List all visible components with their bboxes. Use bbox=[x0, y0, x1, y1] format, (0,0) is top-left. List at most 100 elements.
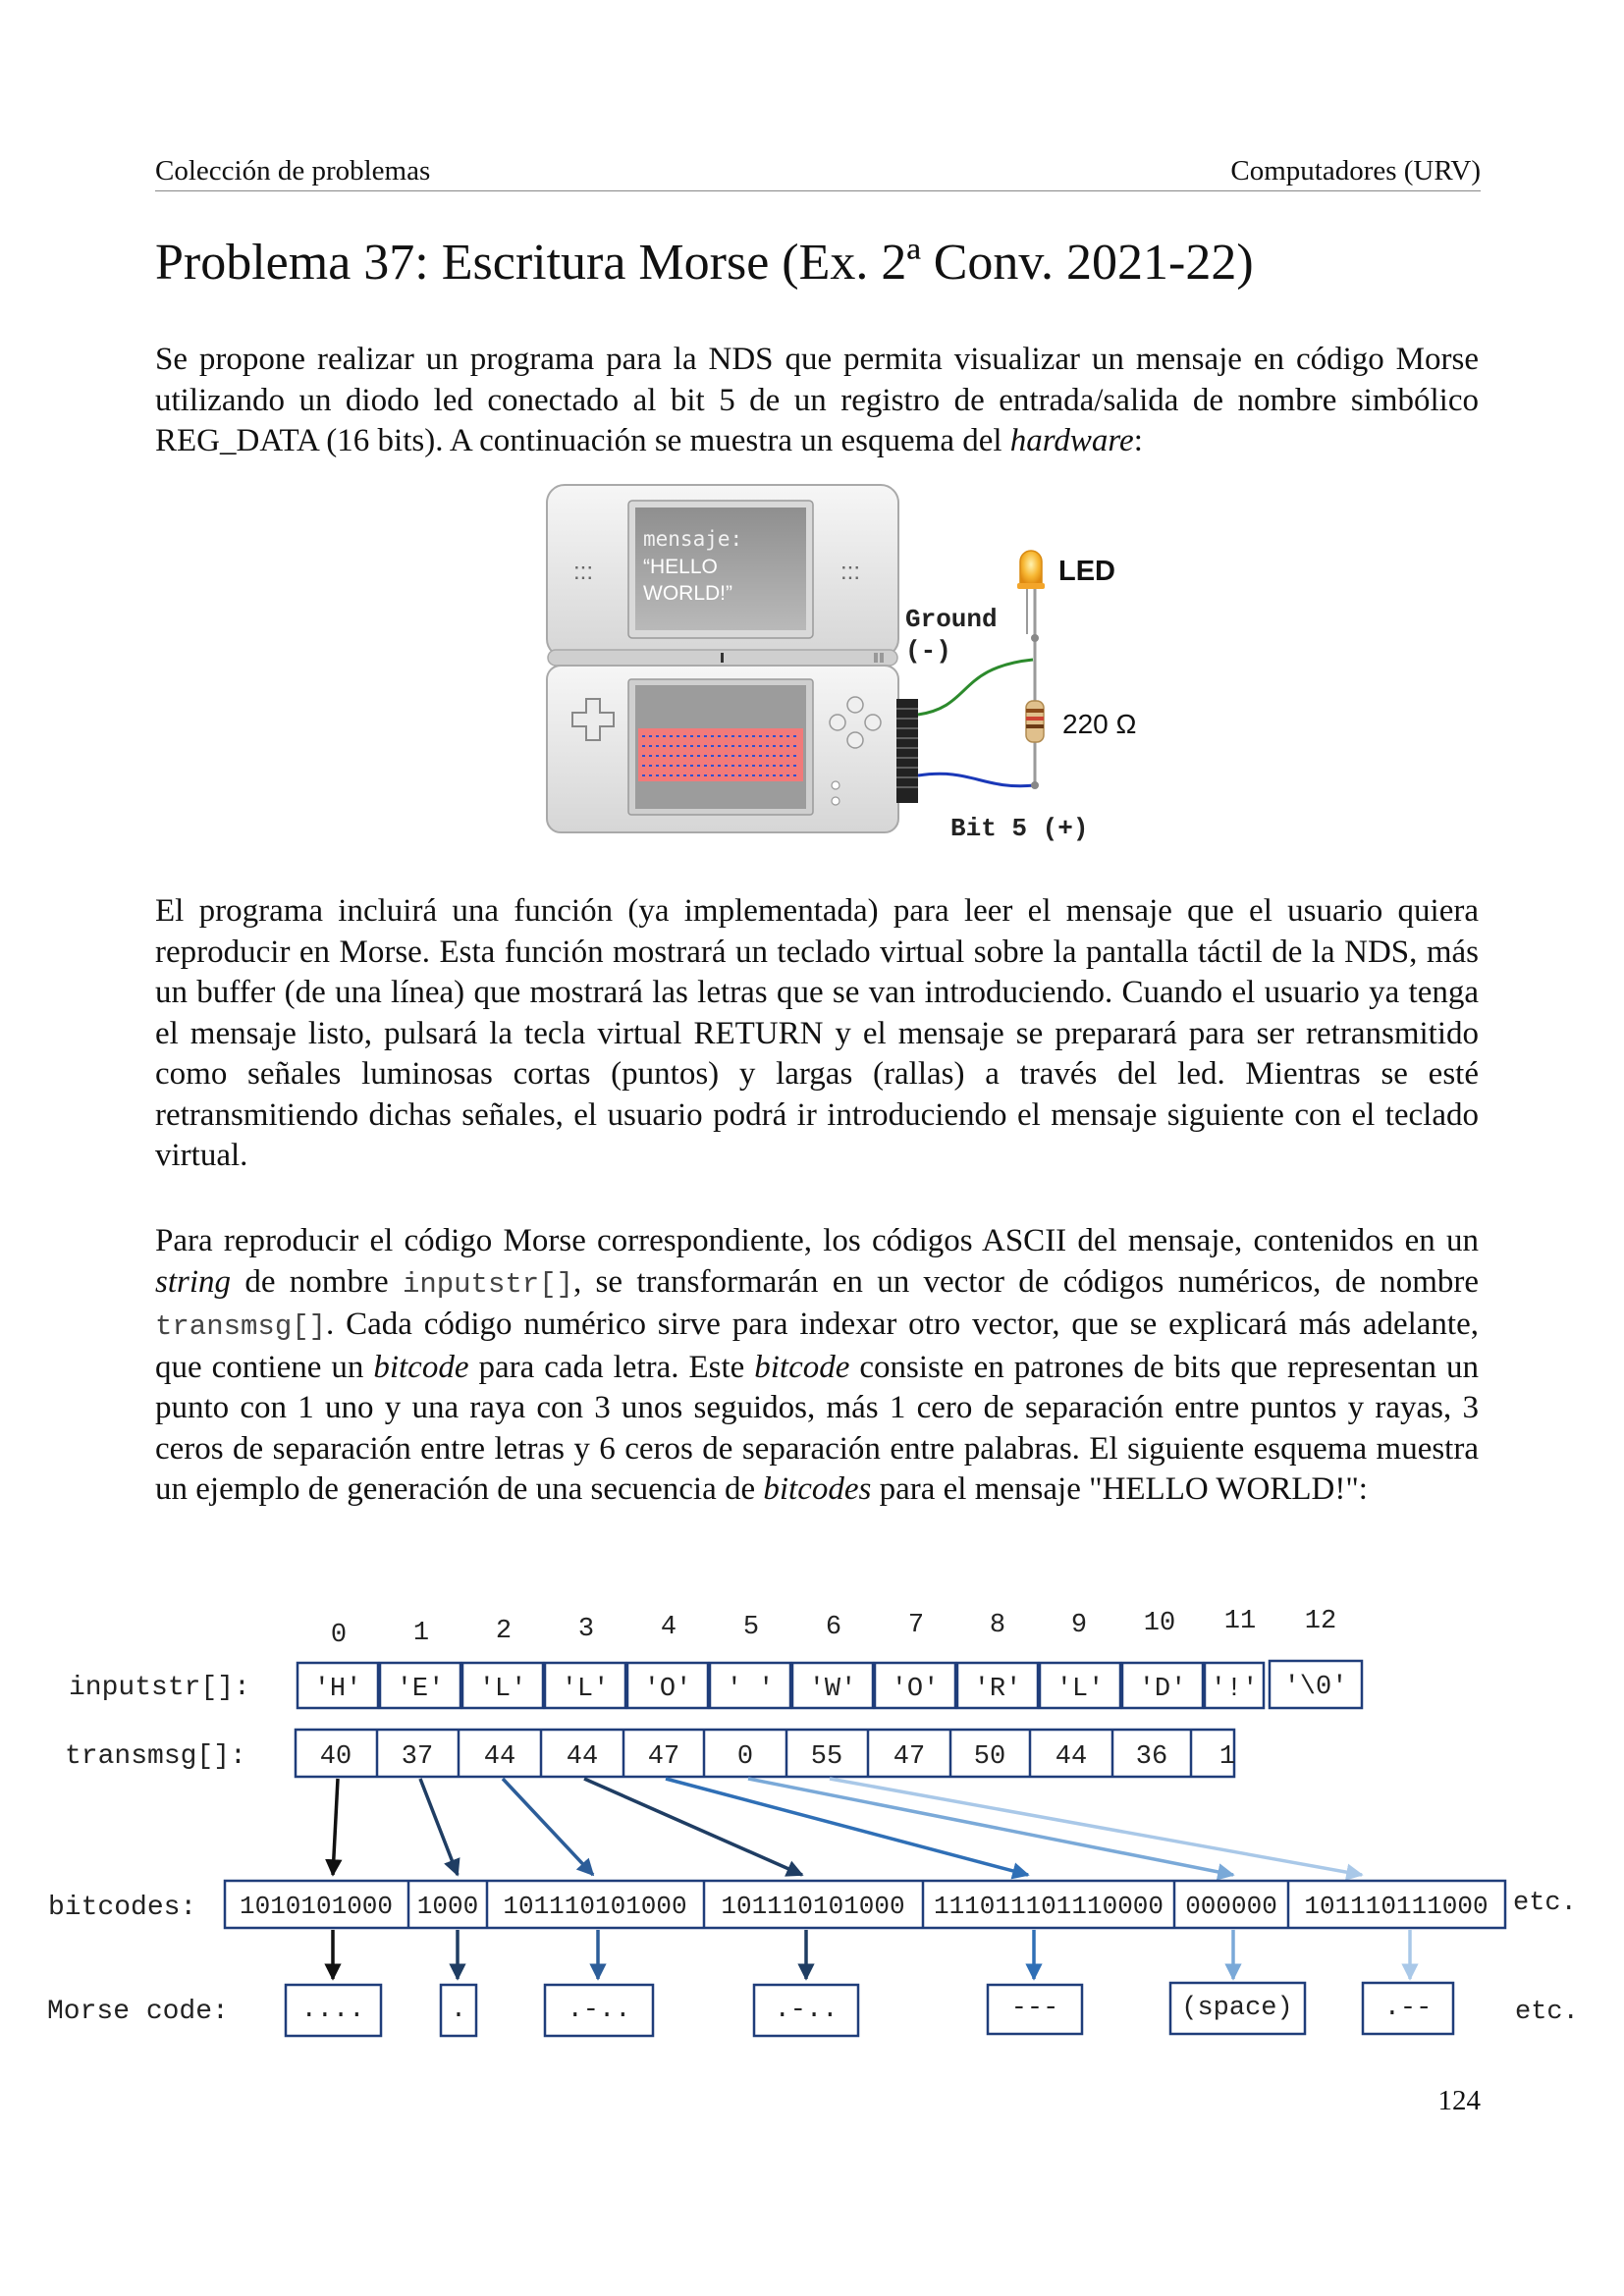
dpad-icon bbox=[571, 698, 615, 741]
inputstr-cell-5: ' ' bbox=[727, 1675, 775, 1704]
inputstr-cell-4: 'O' bbox=[644, 1675, 692, 1704]
encoding-text-1: Para reproducir el código Morse correspo… bbox=[155, 1223, 1479, 1258]
inputstr-cell-11: '!' bbox=[1211, 1675, 1259, 1704]
morse-label: Morse code: bbox=[47, 1997, 229, 2027]
transmsg-cell-8: 50 bbox=[974, 1742, 1005, 1772]
header-right: Computadores (URV) bbox=[1230, 155, 1481, 187]
encoding-text-7: para el mensaje "HELLO WORLD!": bbox=[871, 1471, 1368, 1507]
code-inputstr: inputstr[] bbox=[402, 1267, 573, 1301]
index-0: 0 bbox=[331, 1621, 347, 1650]
morse-etc: etc. bbox=[1515, 1998, 1579, 2027]
encoding-diagram: 0 1 2 3 4 5 6 7 8 9 10 11 12 inputstr[]:… bbox=[47, 1607, 1579, 2038]
button-y-icon bbox=[829, 714, 846, 731]
morse-cell-5: (space) bbox=[1181, 1994, 1292, 2023]
encoding-text-6: consiste en patrones de bits que represe… bbox=[155, 1349, 1479, 1508]
function-paragraph: El programa incluirá una función (ya imp… bbox=[155, 891, 1479, 1177]
transmsg-cell-11: 1 bbox=[1219, 1742, 1235, 1772]
bitcode-cell-3: 101110101000 bbox=[721, 1892, 904, 1921]
code-transmsg: transmsg[] bbox=[155, 1310, 327, 1343]
transmsg-label: transmsg[]: bbox=[65, 1741, 246, 1772]
transmsg-cell-2: 44 bbox=[484, 1742, 515, 1772]
ground-label-line-2: (-) bbox=[905, 636, 951, 666]
inputstr-cell-6: 'W' bbox=[809, 1675, 857, 1704]
morse-cell-1: . bbox=[451, 1996, 466, 2025]
transmsg-cell-3: 44 bbox=[567, 1742, 598, 1772]
bitcode-cell-2: 101110101000 bbox=[503, 1892, 686, 1921]
ground-label-line-1: Ground bbox=[905, 605, 998, 634]
index-11: 11 bbox=[1224, 1607, 1256, 1636]
index-6: 6 bbox=[826, 1613, 841, 1642]
bitcode-cell-1: 1000 bbox=[417, 1892, 478, 1921]
inputstr-label: inputstr[]: bbox=[69, 1673, 250, 1703]
start-button-icon bbox=[831, 780, 840, 790]
bitcodes-label: bitcodes: bbox=[48, 1893, 196, 1923]
top-screen bbox=[635, 507, 806, 630]
ds-bottom-half bbox=[546, 665, 899, 833]
encoding-paragraph: Para reproducir el código Morse correspo… bbox=[155, 1221, 1479, 1511]
select-button-icon bbox=[831, 796, 840, 806]
index-3: 3 bbox=[578, 1615, 594, 1644]
transmsg-cell-10: 36 bbox=[1136, 1742, 1167, 1772]
resistor-label: 220 Ω bbox=[1062, 709, 1136, 739]
function-text: El programa incluirá una función (ya imp… bbox=[155, 893, 1479, 1173]
bitcodes-etc: etc. bbox=[1513, 1889, 1577, 1918]
ds-top-half bbox=[546, 484, 899, 667]
transmsg-cell-7: 47 bbox=[893, 1742, 925, 1772]
page-title: Problema 37: Escritura Morse (Ex. 2ª Con… bbox=[155, 235, 1254, 291]
screen-text-line-2: “HELLO bbox=[643, 556, 718, 578]
encoding-text-3: , se transformarán en un vector de códig… bbox=[572, 1263, 1480, 1300]
morse-cell-0: .... bbox=[301, 1996, 365, 2025]
index-4: 4 bbox=[661, 1613, 677, 1642]
inputstr-cell-8: 'R' bbox=[974, 1675, 1022, 1704]
screen-text-line-1: mensaje: bbox=[643, 527, 742, 551]
led-icon bbox=[1017, 550, 1045, 589]
hardware-diagram: ::: ::: mensaje: “HELLO WORLD!” bbox=[546, 484, 1136, 843]
encoding-text-2: de nombre bbox=[231, 1263, 403, 1300]
index-5: 5 bbox=[743, 1613, 759, 1642]
intro-text-1: Se propone realizar un programa para la … bbox=[155, 342, 1479, 458]
transmsg-cell-0: 40 bbox=[320, 1742, 352, 1772]
ground-wire bbox=[917, 658, 1034, 717]
encoding-text-4: . Cada código numérico sirve para indexa… bbox=[155, 1307, 1479, 1385]
header-rule bbox=[155, 190, 1481, 191]
screen-text-line-3: WORLD!” bbox=[643, 582, 732, 605]
header-left: Colección de problemas bbox=[155, 155, 431, 187]
bitcode-cell-5: 000000 bbox=[1185, 1892, 1277, 1921]
bitcode-cell-6: 101110111000 bbox=[1304, 1892, 1488, 1921]
arrow-o-to-bitcode bbox=[665, 1777, 1030, 1880]
transmsg-cell-6: 55 bbox=[811, 1742, 842, 1772]
morse-cell-6: .-- bbox=[1384, 1994, 1433, 2023]
led-label: LED bbox=[1058, 556, 1115, 587]
inputstr-cell-2: 'L' bbox=[479, 1675, 527, 1704]
button-b-icon bbox=[846, 731, 864, 749]
bitcode-cell-4: 111011101110000 bbox=[934, 1892, 1164, 1921]
intro-paragraph: Se propone realizar un programa para la … bbox=[155, 340, 1479, 462]
resistor-icon bbox=[1025, 700, 1045, 743]
intro-text-2: : bbox=[1133, 423, 1143, 458]
bit5-wire bbox=[917, 772, 1036, 788]
arrow-h-to-bitcode bbox=[325, 1778, 343, 1877]
transmsg-cell-4: 47 bbox=[648, 1742, 679, 1772]
inputstr-cell-12: '\0' bbox=[1284, 1673, 1348, 1702]
index-9: 9 bbox=[1071, 1611, 1087, 1640]
encoding-emphasis-bitcode-1: bitcode bbox=[373, 1349, 469, 1385]
morse-cell-2: .-.. bbox=[568, 1996, 631, 2025]
arrow-w-to-bitcode bbox=[829, 1777, 1364, 1881]
transmsg-cell-1: 37 bbox=[402, 1742, 433, 1772]
index-2: 2 bbox=[496, 1617, 512, 1646]
speaker-dots-right: ::: bbox=[840, 559, 860, 585]
bitcode-cell-0: 1010101000 bbox=[240, 1892, 393, 1921]
page-number: 124 bbox=[1437, 2085, 1482, 2116]
index-12: 12 bbox=[1305, 1607, 1336, 1636]
arrow-space-to-bitcode bbox=[747, 1777, 1235, 1881]
button-x-icon bbox=[846, 696, 864, 714]
speaker-dots-left: ::: bbox=[573, 559, 593, 585]
index-1: 1 bbox=[413, 1619, 429, 1648]
inputstr-cell-9: 'L' bbox=[1056, 1675, 1105, 1704]
morse-cell-3: .-.. bbox=[775, 1996, 839, 2025]
morse-cell-4: --- bbox=[1011, 1994, 1059, 2023]
encoding-text-5: para cada letra. Este bbox=[468, 1349, 755, 1385]
transmsg-cell-5: 0 bbox=[737, 1742, 753, 1772]
intro-emphasis: hardware bbox=[1009, 423, 1134, 458]
encoding-emphasis-bitcode-2: bitcode bbox=[754, 1349, 850, 1385]
